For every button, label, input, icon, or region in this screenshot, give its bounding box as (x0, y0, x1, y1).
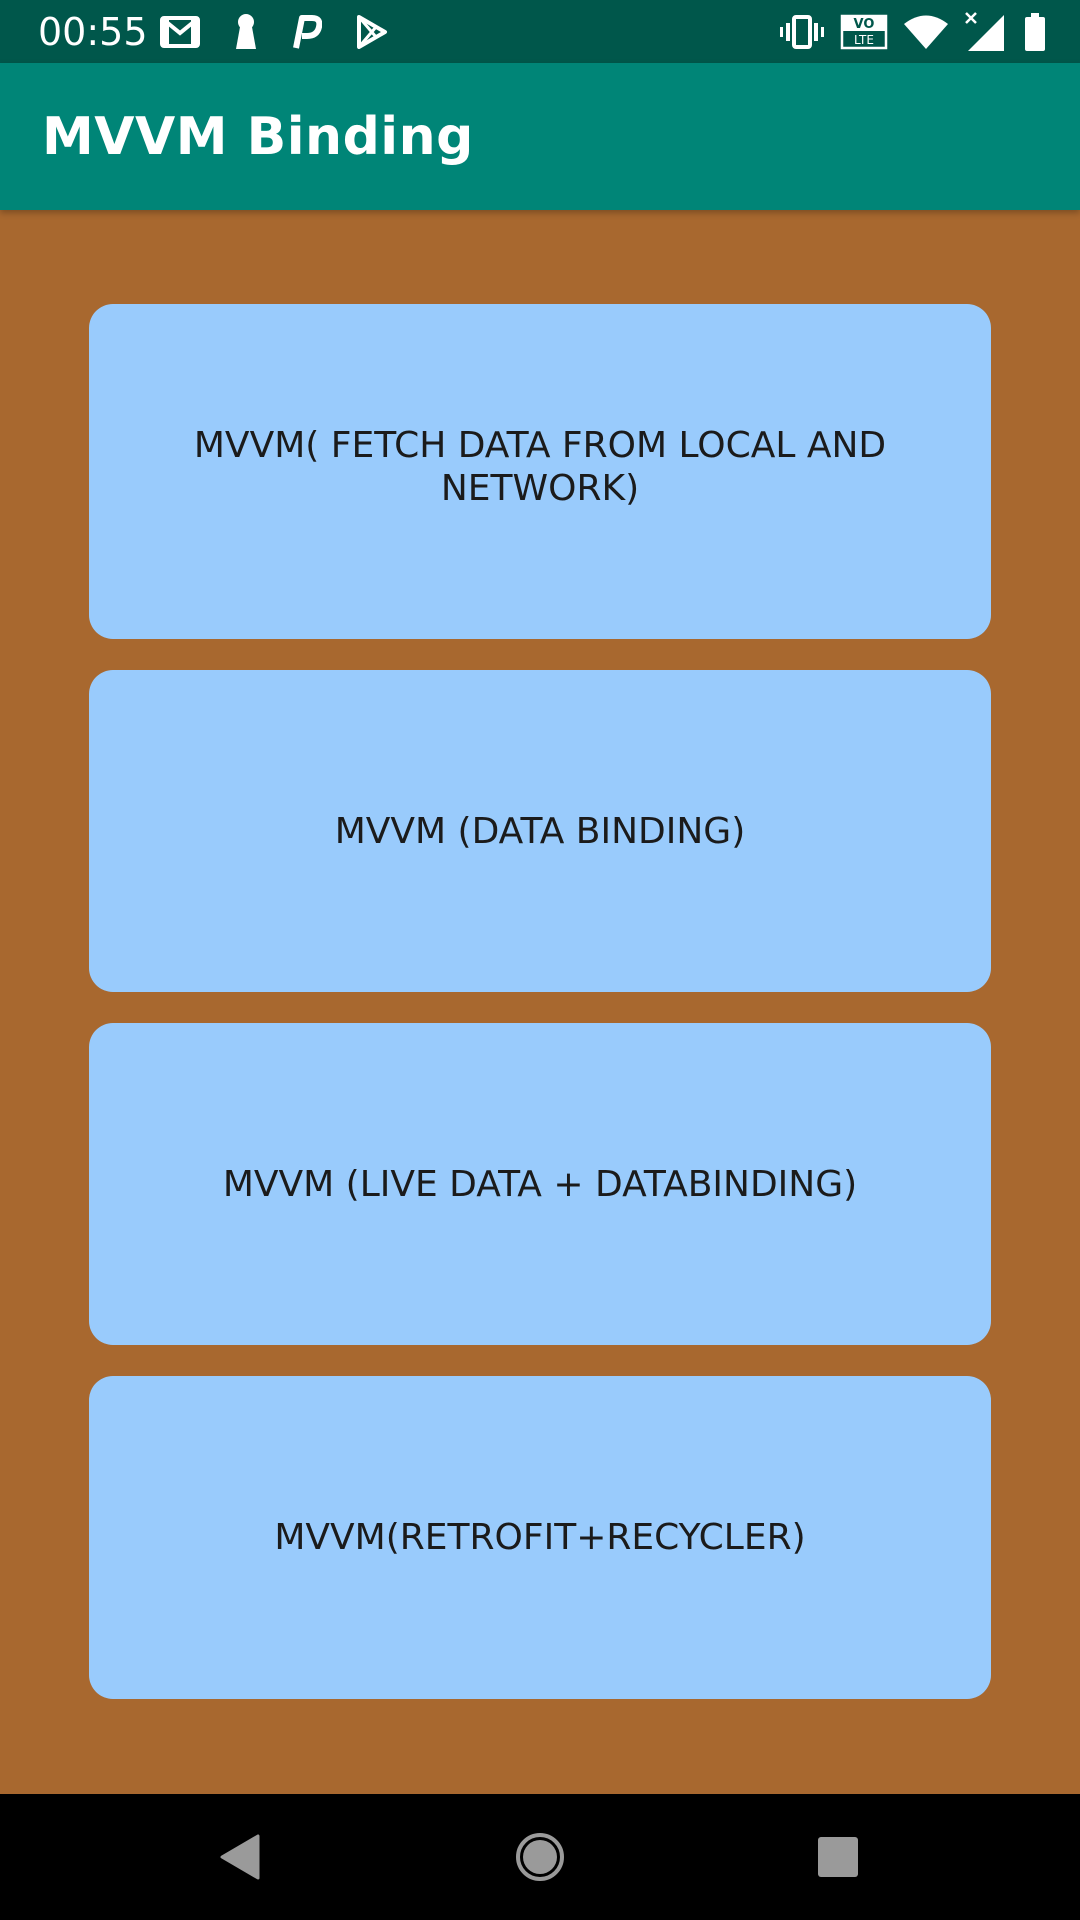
button-label: MVVM( FETCH DATA FROM LOCAL AND NETWORK) (193, 424, 887, 509)
fetch-local-network-button[interactable]: MVVM( FETCH DATA FROM LOCAL AND NETWORK) (89, 304, 991, 639)
vibrate-icon (780, 15, 824, 49)
app-bar: MVVM Binding (0, 63, 1080, 210)
play-store-icon (356, 15, 388, 49)
button-label: MVVM (LIVE DATA + DATABINDING) (222, 1163, 858, 1205)
gmail-icon (160, 15, 200, 49)
navigation-bar (0, 1794, 1080, 1920)
paytm-p-icon (292, 14, 322, 50)
back-button[interactable] (210, 1827, 270, 1887)
retrofit-recycler-button[interactable]: MVVM(RETROFIT+RECYCLER) (89, 1376, 991, 1699)
button-label: MVVM(RETROFIT+RECYCLER) (274, 1517, 806, 1558)
recents-icon (817, 1836, 859, 1878)
back-icon (218, 1833, 262, 1881)
signal-icon (964, 11, 1008, 53)
status-notification-icons (160, 12, 388, 52)
status-bar: 00:55 (0, 0, 1080, 63)
home-button[interactable] (510, 1827, 570, 1887)
battery-icon (1024, 13, 1046, 51)
live-data-databinding-button[interactable]: MVVM (LIVE DATA + DATABINDING) (89, 1023, 991, 1345)
status-system-icons: VO LTE (780, 10, 1046, 54)
volte-top-text: VO (854, 17, 875, 32)
keyhole-icon (234, 13, 258, 51)
button-label: MVVM (DATA BINDING) (334, 810, 746, 852)
volte-bottom-text: LTE (854, 33, 874, 47)
recents-button[interactable] (808, 1827, 868, 1887)
home-icon (515, 1832, 565, 1882)
app-title: MVVM Binding (42, 107, 474, 167)
wifi-icon (904, 15, 948, 49)
status-time: 00:55 (38, 10, 148, 54)
data-binding-button[interactable]: MVVM (DATA BINDING) (89, 670, 991, 992)
volte-icon: VO LTE (840, 14, 888, 50)
